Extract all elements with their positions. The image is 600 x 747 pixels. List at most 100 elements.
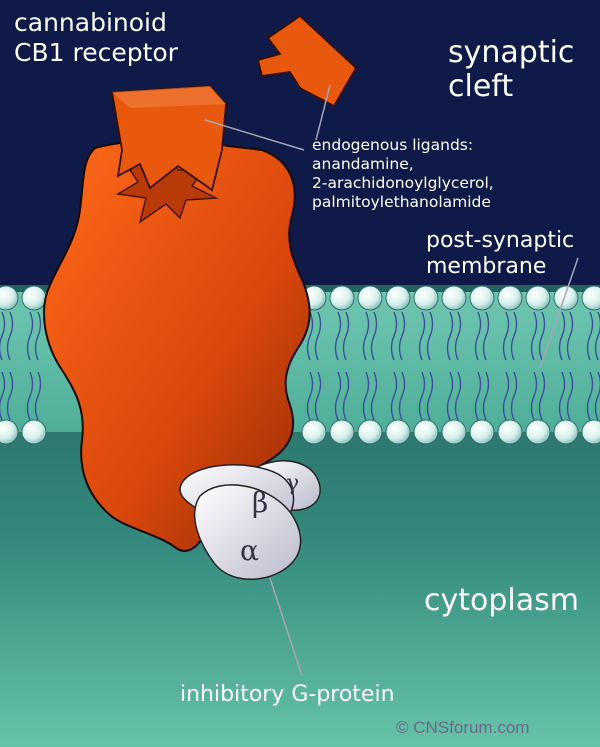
- lipid-tail: [586, 311, 594, 361]
- lipid-tail: [446, 311, 454, 361]
- lipid-tail: [0, 371, 6, 421]
- lipid-tail: [586, 371, 594, 421]
- lipid-head: [553, 419, 579, 445]
- lipid-head: [413, 285, 439, 311]
- lipid-tail: [6, 311, 14, 361]
- lipid-tail: [342, 371, 350, 421]
- membrane-label: post-synaptic membrane: [426, 228, 575, 279]
- g-protein-leader-line: [269, 577, 303, 677]
- ligands-label: endogenous ligands: anandamine, 2-arachi…: [312, 136, 494, 211]
- lipid-tail: [362, 311, 370, 361]
- lipid-tail: [0, 311, 6, 361]
- lipid-head: [385, 419, 411, 445]
- lipid-tail: [314, 371, 322, 421]
- lipid-heads-outer: [0, 285, 600, 311]
- lipid-tail: [510, 311, 518, 361]
- lipid-head: [441, 419, 467, 445]
- lipid-tail: [34, 311, 42, 361]
- lipid-tail: [398, 311, 406, 361]
- lipid-head: [497, 419, 523, 445]
- g-protein-label: inhibitory G-protein: [180, 682, 395, 707]
- lipid-tail: [370, 371, 378, 421]
- lipid-head: [581, 419, 600, 445]
- lipid-tail: [398, 371, 406, 421]
- lipid-head: [21, 285, 47, 311]
- lipid-tail: [530, 311, 538, 361]
- lipid-tail: [502, 371, 510, 421]
- bound-ligand: [110, 85, 227, 192]
- lipid-tail: [558, 371, 566, 421]
- lipid-head: [581, 285, 600, 311]
- lipid-tail: [474, 371, 482, 421]
- lipid-tail: [594, 311, 600, 361]
- lipid-tail: [370, 311, 378, 361]
- lipid-heads-inner: [0, 419, 600, 445]
- lipid-head: [0, 419, 19, 445]
- lipid-tail: [482, 371, 490, 421]
- ligand-leader-line: [204, 119, 305, 151]
- lipid-tail: [418, 311, 426, 361]
- alpha-subunit: [193, 484, 302, 581]
- lipid-head: [0, 285, 19, 311]
- lipid-tail: [426, 311, 434, 361]
- lipid-tail: [446, 371, 454, 421]
- cytoplasm-label: cytoplasm: [424, 583, 579, 618]
- lipid-tail: [566, 311, 574, 361]
- lipid-head: [357, 419, 383, 445]
- lipid-tail: [26, 311, 34, 361]
- lipid-tail: [334, 311, 342, 361]
- lipid-tail: [538, 371, 546, 421]
- lipid-head: [357, 285, 383, 311]
- lipid-tail: [454, 371, 462, 421]
- free-ligand-leader-line: [315, 84, 331, 141]
- lipid-tail: [306, 371, 314, 421]
- lipid-head: [413, 419, 439, 445]
- lipid-head: [469, 419, 495, 445]
- lipid-tail: [530, 371, 538, 421]
- lipid-tail: [306, 311, 314, 361]
- lipid-tail: [362, 371, 370, 421]
- lipid-tail: [34, 371, 42, 421]
- lipid-head: [553, 285, 579, 311]
- lipid-tail: [314, 311, 322, 361]
- bound-ligand-highlight: [112, 86, 226, 108]
- g-protein: β γ α: [179, 460, 321, 581]
- receptor-label: cannabinoid CB1 receptor: [14, 8, 178, 67]
- lipid-head: [525, 419, 551, 445]
- lipid-tail: [26, 371, 34, 421]
- lipid-tail: [390, 371, 398, 421]
- lipid-tail: [510, 371, 518, 421]
- free-ligand: [256, 14, 358, 108]
- gamma-label: γ: [286, 471, 299, 496]
- lipid-head: [329, 419, 355, 445]
- alpha-label: α: [240, 534, 259, 567]
- lipid-head: [21, 419, 47, 445]
- lipid-tail: [482, 311, 490, 361]
- synaptic-cleft-label: synaptic cleft: [448, 35, 575, 104]
- lipid-head: [329, 285, 355, 311]
- lipid-head: [301, 419, 327, 445]
- beta-label: β: [252, 486, 268, 519]
- lipid-tail: [566, 371, 574, 421]
- lipid-tail: [342, 311, 350, 361]
- lipid-head: [385, 285, 411, 311]
- lipid-head: [525, 285, 551, 311]
- lipid-tail: [6, 371, 14, 421]
- lipid-tail: [474, 311, 482, 361]
- lipid-tail: [334, 371, 342, 421]
- lipid-tail: [538, 311, 546, 361]
- lipid-tail: [390, 311, 398, 361]
- lipid-tails: [0, 311, 600, 421]
- lipid-tail: [502, 311, 510, 361]
- copyright-label: © CNSforum.com: [396, 718, 530, 737]
- lipid-tail: [594, 371, 600, 421]
- lipid-head: [497, 285, 523, 311]
- lipid-tail: [558, 311, 566, 361]
- lipid-tail: [426, 371, 434, 421]
- lipid-tail: [418, 371, 426, 421]
- lipid-head: [441, 285, 467, 311]
- membrane-leader-line: [539, 257, 579, 369]
- lipid-head: [469, 285, 495, 311]
